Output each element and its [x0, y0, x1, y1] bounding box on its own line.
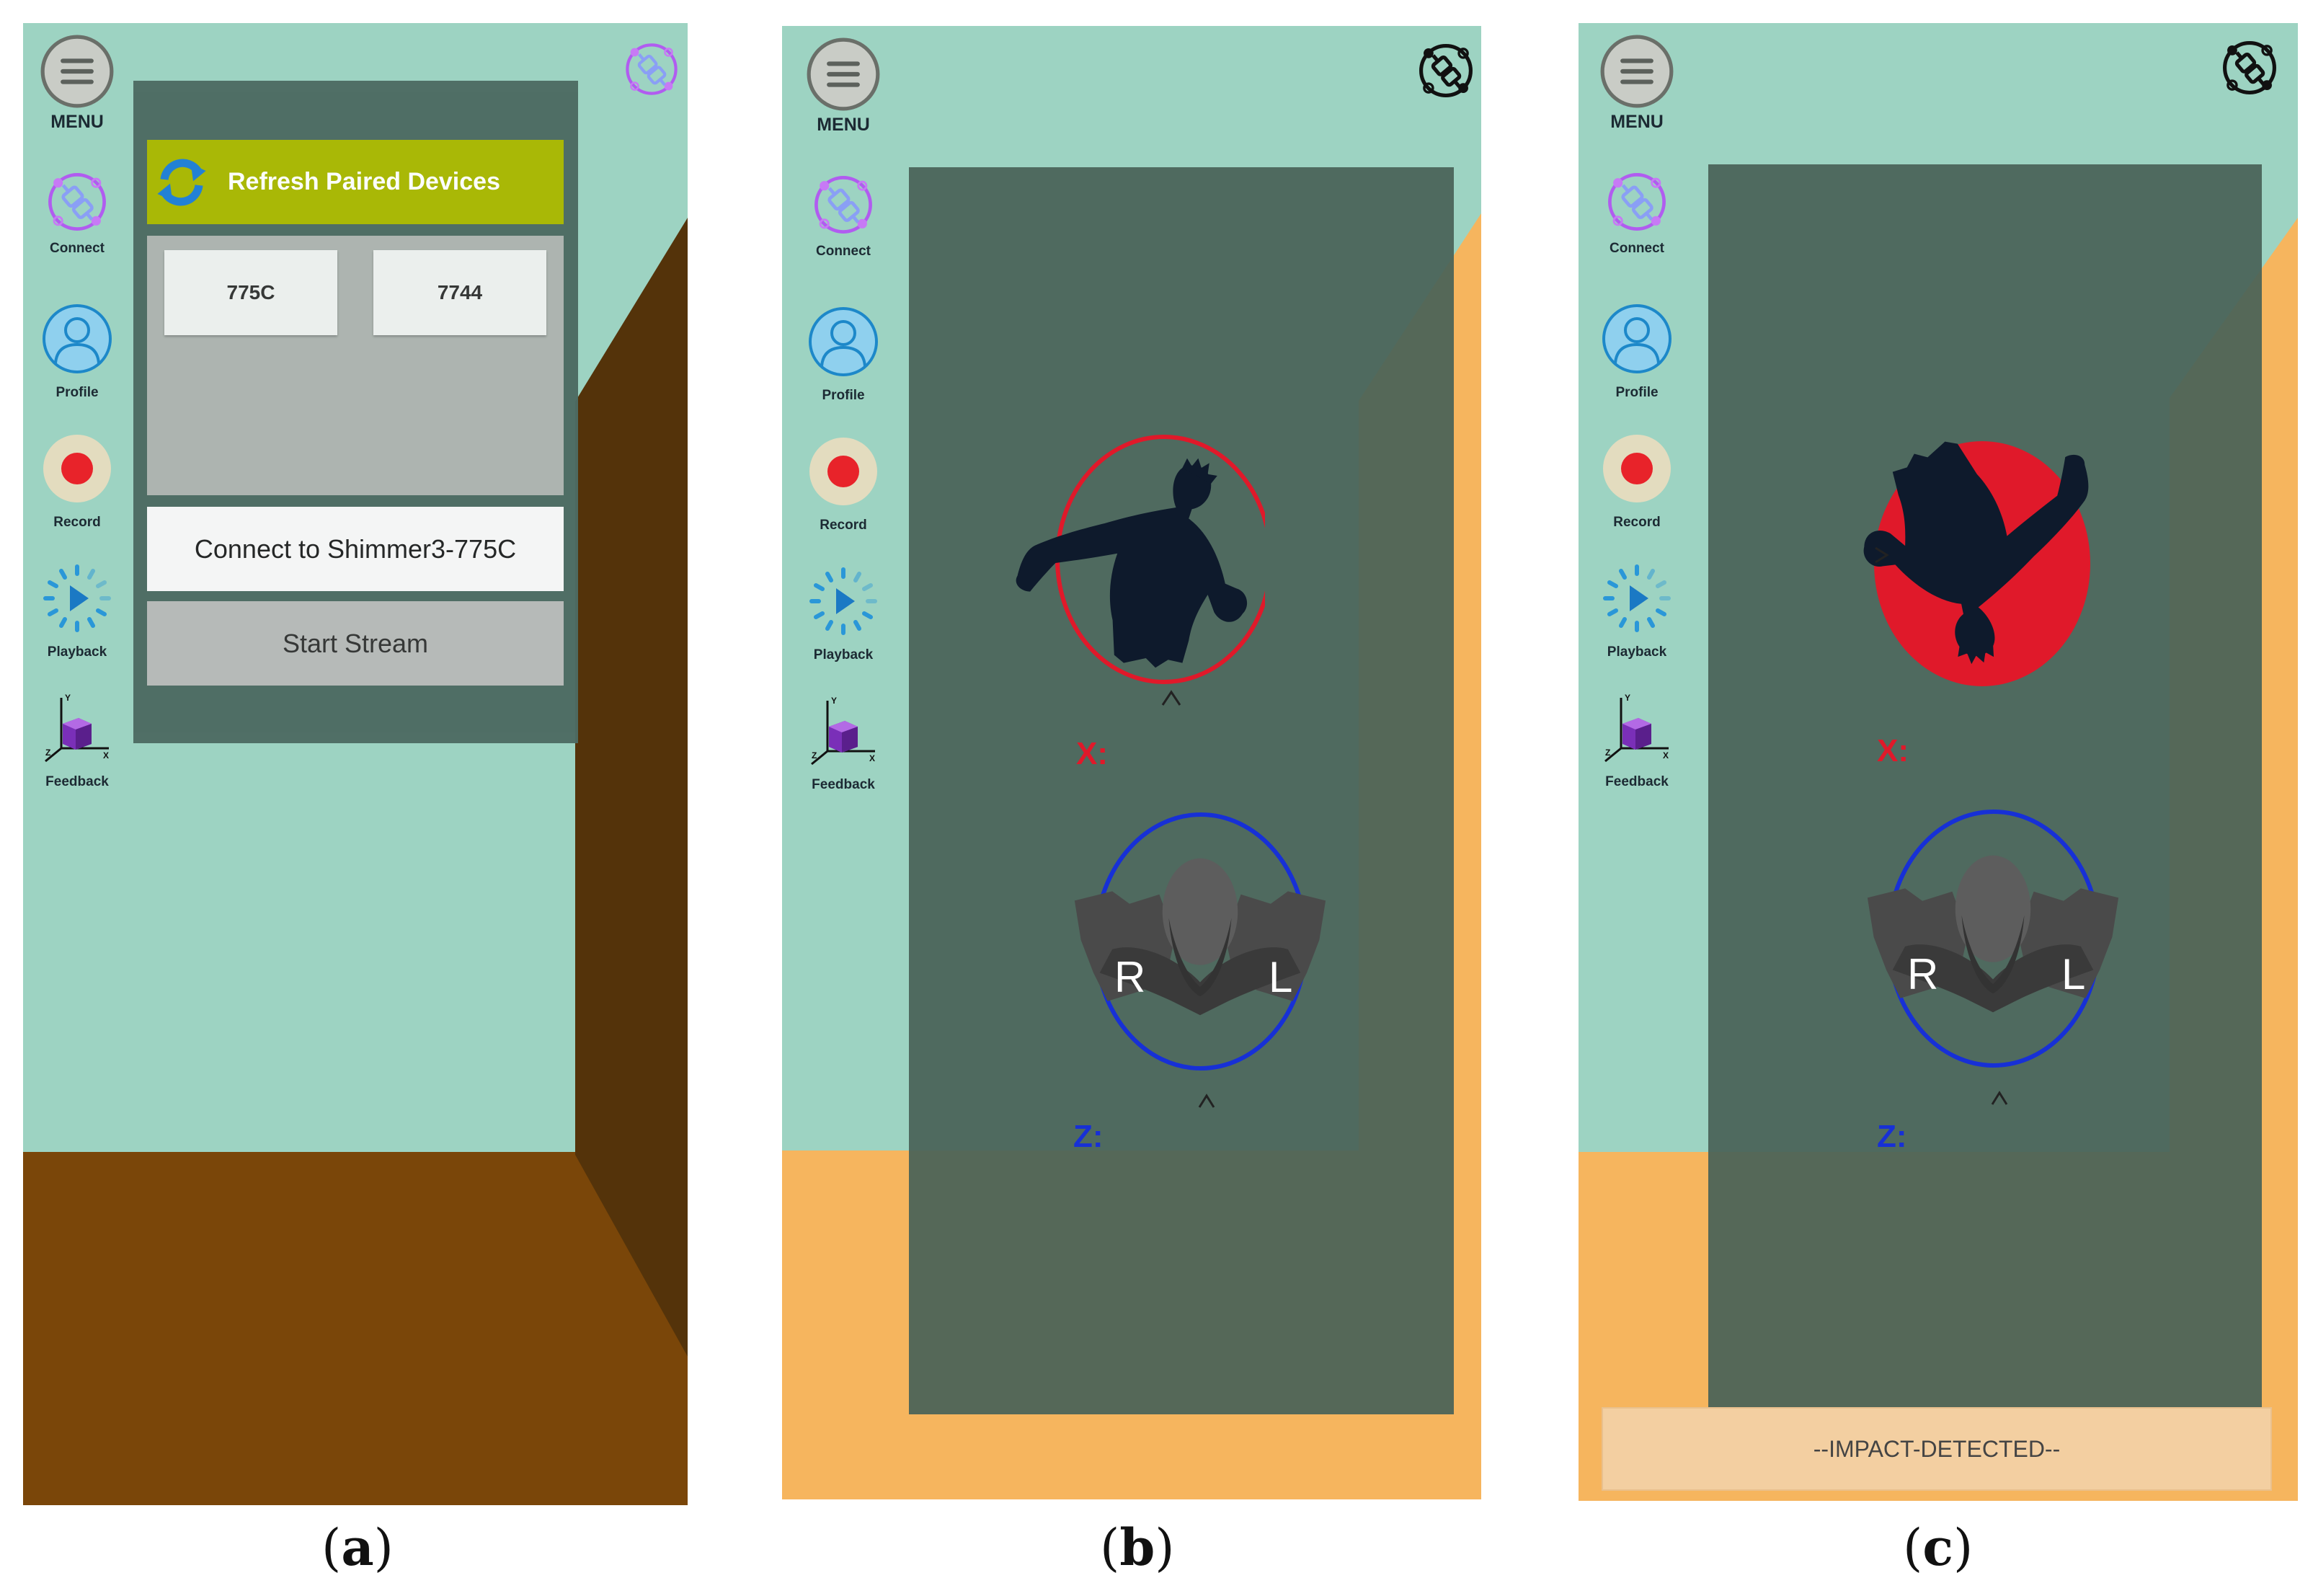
z-axis-indicator: R L — [1867, 810, 2119, 1105]
feedback-cube-icon — [1601, 683, 1673, 773]
sidebar-item-feedback[interactable]: Feedback — [23, 683, 131, 790]
refresh-paired-devices-button[interactable]: Refresh Paired Devices — [147, 140, 564, 224]
sidebar-item-profile[interactable]: Profile — [23, 294, 131, 401]
connection-status-icon[interactable] — [2219, 30, 2281, 105]
sidebar-menu-b: MENU Connect Profile Record Playback Fee… — [789, 26, 897, 819]
sidebar-item-label: Connect — [1610, 241, 1664, 256]
caption-letter: a — [341, 1517, 374, 1577]
caption-a: (a) — [321, 1517, 394, 1577]
profile-person-icon — [1601, 294, 1673, 384]
screen-a-connect: MENU Connect Profile Record Playback Fee… — [23, 23, 688, 1505]
connect-plug-icon — [809, 167, 877, 242]
sidebar-item-label: Playback — [813, 647, 874, 662]
x-axis-label: X: — [1076, 736, 1108, 771]
x-axis-chevron — [1875, 546, 1889, 564]
menu-button[interactable]: MENU — [23, 34, 131, 133]
sidebar-item-playback[interactable]: Playback — [23, 554, 131, 660]
paired-device-list: 775C 7744 — [147, 236, 564, 495]
runner-silhouette — [1016, 458, 1248, 668]
sidebar-item-label: Profile — [56, 385, 99, 400]
sidebar-item-profile[interactable]: Profile — [1583, 294, 1691, 401]
z-axis-indicator: R L — [1074, 812, 1326, 1108]
z-axis-chevron — [1991, 1091, 2008, 1105]
x-axis-indicator — [1852, 381, 2126, 688]
z-axis-label: Z: — [1877, 1119, 1907, 1154]
profile-person-icon — [807, 297, 879, 386]
sidebar-menu-a: MENU Connect Profile Record Playback Fee… — [23, 23, 131, 816]
sidebar-item-label: Profile — [1615, 385, 1659, 400]
sidebar-item-feedback[interactable]: Feedback — [1583, 683, 1691, 790]
menu-button[interactable]: MENU — [1583, 34, 1691, 133]
playback-icon — [41, 554, 113, 643]
device-button-775c[interactable]: 775C — [164, 250, 337, 335]
sidebar-item-label: Record — [1613, 515, 1661, 530]
sidebar-item-label: Profile — [822, 388, 865, 403]
connect-plug-icon — [43, 164, 111, 239]
sidebar-item-label: Record — [53, 515, 101, 530]
record-dot-icon — [1601, 424, 1673, 513]
playback-icon — [807, 557, 879, 646]
caption-b: (b) — [1100, 1517, 1175, 1577]
room-background-c — [1579, 23, 2298, 1501]
sidebar-item-playback[interactable]: Playback — [1583, 554, 1691, 660]
profile-person-icon — [41, 294, 113, 384]
right-side-label: R — [1907, 950, 1938, 998]
sidebar-item-label: Feedback — [1605, 774, 1669, 789]
caption-letter: b — [1119, 1517, 1155, 1577]
menu-label: MENU — [1610, 112, 1664, 132]
room-background-b — [782, 26, 1481, 1499]
impact-detected-banner: --IMPACT-DETECTED-- — [1602, 1407, 2272, 1491]
screen-c-impact: MENU Connect Profile Record Playback Fee… — [1579, 23, 2298, 1501]
caption-letter: c — [1922, 1517, 1953, 1577]
sidebar-item-label: Record — [820, 518, 867, 533]
device-button-7744[interactable]: 7744 — [373, 250, 546, 335]
menu-button[interactable]: MENU — [789, 37, 897, 136]
screen-b-feedback: MENU Connect Profile Record Playback Fee… — [782, 26, 1481, 1499]
sidebar-item-label: Playback — [1607, 644, 1667, 660]
sidebar-item-profile[interactable]: Profile — [789, 297, 897, 404]
feedback-cube-icon — [807, 686, 879, 776]
connect-device-button[interactable]: Connect to Shimmer3-775C — [147, 507, 564, 591]
x-axis-chevron — [1161, 690, 1181, 706]
playback-icon — [1601, 554, 1673, 643]
hamburger-menu-icon — [806, 37, 881, 123]
sidebar-item-connect[interactable]: Connect — [1583, 164, 1691, 257]
connection-status-icon[interactable] — [1415, 33, 1477, 108]
sidebar-item-label: Feedback — [45, 774, 109, 789]
connect-plug-icon — [1603, 164, 1671, 239]
sidebar-item-record[interactable]: Record — [1583, 424, 1691, 531]
start-stream-button[interactable]: Start Stream — [147, 601, 564, 686]
feedback-cube-icon — [41, 683, 113, 773]
hamburger-menu-icon — [40, 34, 115, 120]
sidebar-item-connect[interactable]: Connect — [23, 164, 131, 257]
menu-label: MENU — [50, 112, 104, 132]
sidebar-item-label: Feedback — [812, 777, 875, 792]
record-dot-icon — [41, 424, 113, 513]
left-side-label: L — [1269, 953, 1292, 1001]
sidebar-menu-c: MENU Connect Profile Record Playback Fee… — [1583, 23, 1691, 816]
refresh-icon — [157, 159, 206, 205]
left-side-label: L — [2061, 950, 2085, 998]
sidebar-item-label: Connect — [50, 241, 105, 256]
z-axis-label: Z: — [1073, 1119, 1104, 1154]
record-dot-icon — [807, 427, 879, 516]
sidebar-item-feedback[interactable]: Feedback — [789, 686, 897, 793]
right-side-label: R — [1114, 953, 1145, 1001]
menu-label: MENU — [817, 115, 870, 135]
sidebar-item-connect[interactable]: Connect — [789, 167, 897, 260]
sidebar-item-playback[interactable]: Playback — [789, 557, 897, 663]
x-axis-indicator — [1016, 435, 1265, 706]
refresh-label: Refresh Paired Devices — [228, 168, 500, 195]
sidebar-item-label: Connect — [816, 244, 871, 259]
sidebar-item-record[interactable]: Record — [789, 427, 897, 533]
hamburger-menu-icon — [1599, 34, 1674, 120]
z-axis-chevron — [1198, 1094, 1215, 1108]
connection-status-icon[interactable] — [621, 32, 682, 107]
sidebar-item-label: Playback — [47, 644, 107, 660]
caption-c: (c) — [1903, 1517, 1974, 1577]
device-panel: Refresh Paired Devices 775C 7744 Connect… — [133, 81, 578, 743]
x-axis-label: X: — [1877, 733, 1909, 768]
sidebar-item-record[interactable]: Record — [23, 424, 131, 531]
